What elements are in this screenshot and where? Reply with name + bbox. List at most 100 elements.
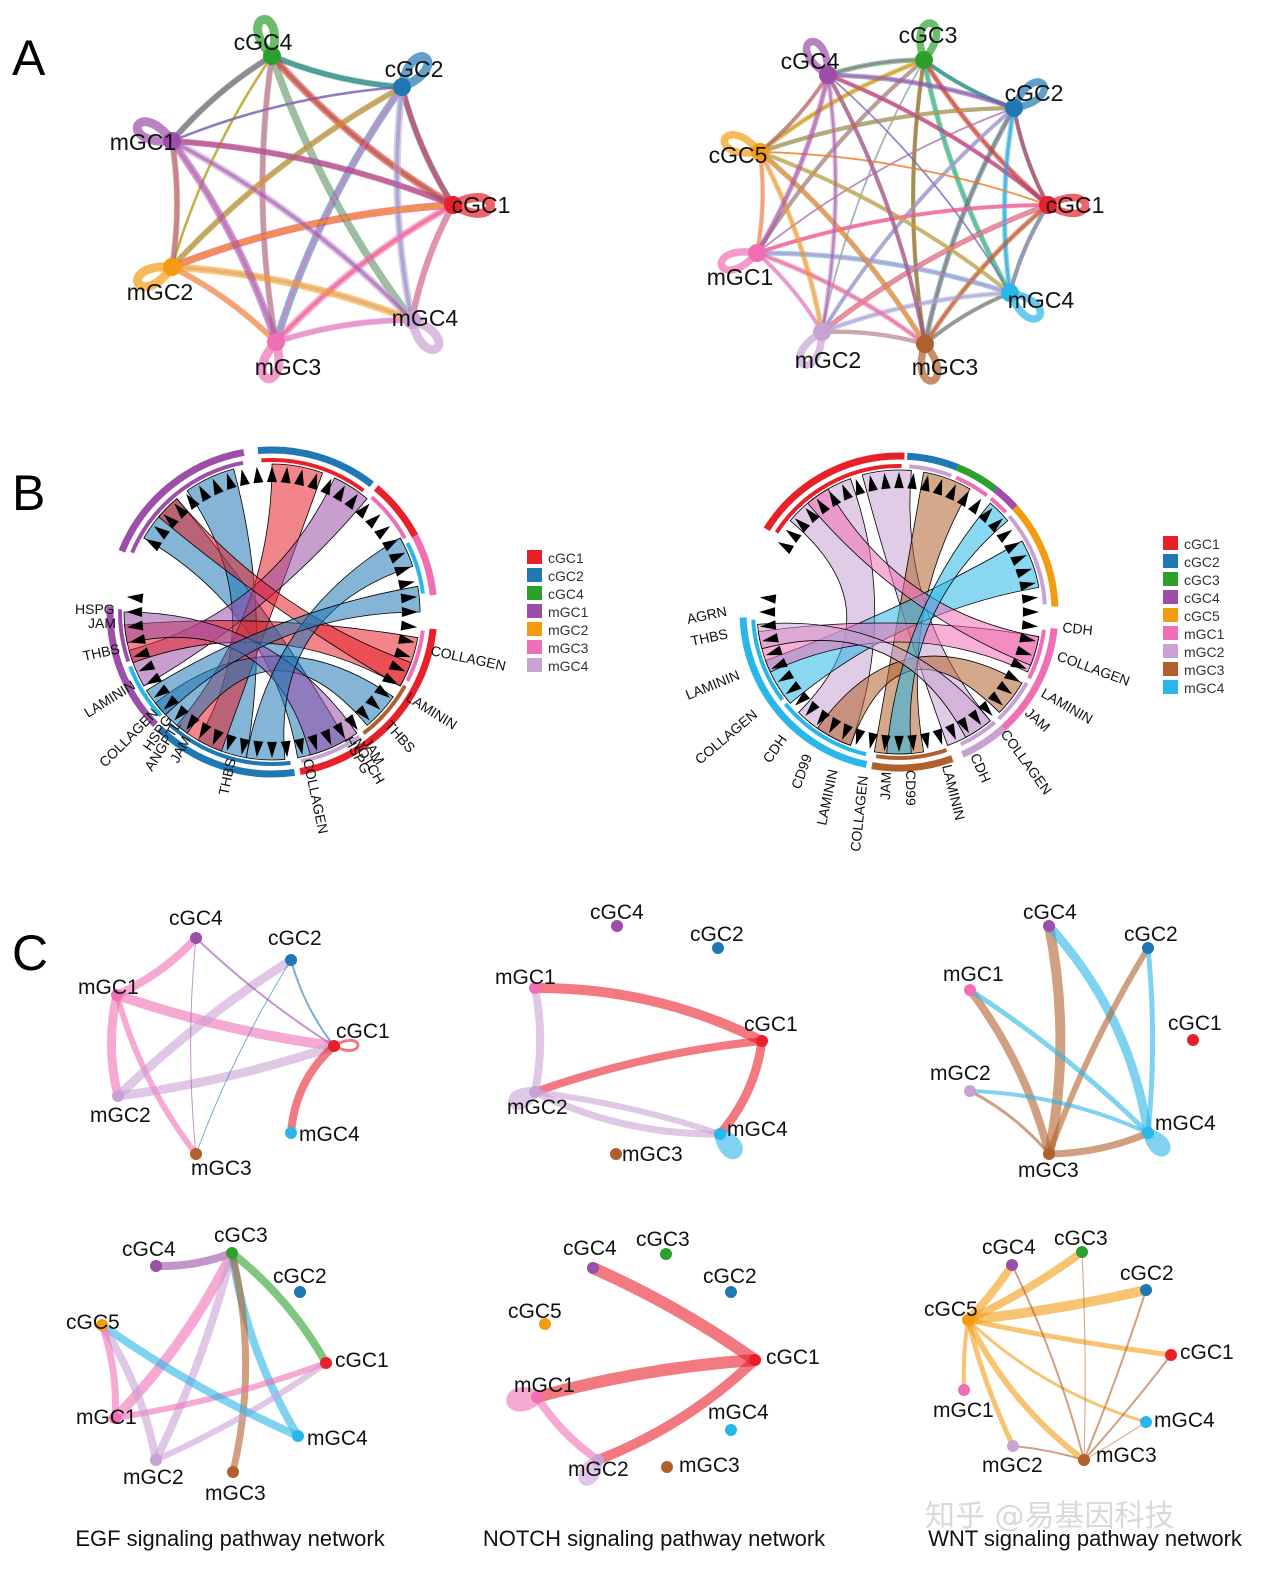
sector-label: THBS: [689, 626, 729, 649]
pathway-edge: [113, 934, 200, 999]
chord-ribbon: [807, 488, 1040, 666]
chord-arrowhead: [400, 620, 418, 631]
pathway-node: [285, 954, 297, 966]
sector-arc-inner: [370, 495, 407, 540]
node-label: mGC4: [392, 305, 459, 331]
node-label: mGC3: [255, 354, 321, 380]
pathway-edge: [1044, 921, 1153, 1138]
pathway-edge: [715, 1036, 767, 1139]
chord-arrowhead: [987, 691, 1004, 706]
pathway-edge: [228, 1249, 330, 1367]
node-label: cGC2: [385, 56, 444, 82]
chord-arrowhead: [344, 714, 358, 731]
chord-arrowhead: [126, 593, 144, 604]
chord-arrowhead: [771, 658, 788, 669]
sector-arc-inner: [1007, 514, 1047, 605]
network-node: [263, 47, 281, 65]
pathway-node: [227, 1466, 239, 1478]
pathway-edge: [1044, 921, 1066, 1159]
network-edge: [269, 53, 405, 90]
sector-arc-inner: [774, 464, 902, 534]
sector-arc: [373, 485, 419, 538]
pathway-edge: [965, 1317, 1087, 1463]
node-label: mGC2: [127, 279, 193, 305]
legend-swatch: [1163, 554, 1178, 568]
network-edge: [168, 52, 276, 145]
pathway-edge: [966, 986, 1053, 1158]
chord-arrowhead: [355, 705, 370, 721]
pathway-node: [1006, 1259, 1018, 1271]
pathway-node-label: mGC2: [507, 1096, 568, 1119]
chord-arrowhead: [138, 660, 156, 672]
sector-arc-inner: [909, 464, 953, 478]
network-edge: [170, 139, 414, 322]
node-label: mGC3: [912, 354, 978, 380]
pathway-edge: [965, 1317, 1016, 1449]
chord-arrowhead: [212, 478, 224, 496]
network-edge: [826, 58, 926, 77]
self-loop-edge: [133, 262, 176, 292]
network-node: [393, 78, 411, 96]
node-label: mGC1: [707, 264, 773, 290]
sector-arc-inner: [130, 460, 244, 554]
chord-arrowhead: [133, 647, 150, 658]
self-loop-edge: [796, 328, 826, 369]
chord-arrowhead: [398, 580, 415, 590]
pathway-node-label: cGC4: [169, 907, 223, 930]
pathway-edge: [532, 1089, 723, 1137]
chord-arrowhead: [267, 741, 277, 758]
sector-label: COLLAGEN: [300, 757, 332, 835]
chord-arrowhead: [881, 734, 891, 752]
sector-label: COLLAGEN: [1055, 648, 1132, 689]
pathway-node: [660, 1248, 672, 1260]
chord-arrowhead: [174, 705, 189, 721]
sector-label: CDH: [967, 751, 994, 785]
network-node: [916, 335, 934, 353]
pathway-edge: [114, 992, 199, 1157]
chord-arrowhead: [163, 514, 179, 529]
pathway-edge: [110, 1248, 237, 1423]
self-loop-edge: [720, 131, 763, 157]
chord-arrowhead: [1003, 669, 1021, 682]
caption-egf: EGF signaling pathway network: [75, 1526, 385, 1551]
pathway-node: [328, 1040, 340, 1052]
pathway-node-label: cGC2: [1120, 1262, 1174, 1285]
legend-swatch: [1163, 572, 1178, 586]
legend-item: cGC4: [548, 586, 584, 602]
legend-swatch: [527, 604, 542, 618]
network-edge: [169, 264, 279, 345]
network-edge: [272, 201, 457, 346]
sector-arc: [992, 486, 1018, 510]
pathway-node-label: cGC1: [1180, 1341, 1234, 1364]
chord-group: [123, 463, 421, 761]
sector-arc-inner: [118, 609, 131, 663]
network-node: [748, 244, 766, 262]
pathway-node-label: mGC2: [568, 1458, 629, 1481]
chord-group: [757, 469, 1040, 755]
pathway-node: [1187, 1034, 1199, 1046]
pathway-node-label: mGC4: [1155, 1112, 1216, 1135]
sector-arc: [157, 726, 296, 778]
network-node: [444, 196, 462, 214]
network-edge: [756, 107, 1015, 254]
sector-label: JAM: [1022, 704, 1054, 735]
pathway-node: [109, 1412, 121, 1424]
pathway-edge: [228, 1249, 250, 1476]
sector-label: COLLAGEN: [429, 642, 507, 674]
network-node: [1005, 99, 1023, 117]
pathway-node-label: mGC3: [1096, 1444, 1157, 1467]
self-loop-edge: [450, 193, 495, 218]
pathway-node-label: cGC5: [66, 1311, 120, 1334]
sector-arc: [299, 740, 370, 775]
legend-item: mGC2: [1184, 644, 1225, 660]
chord-arrowhead: [1019, 633, 1036, 643]
chord-arrowhead: [987, 518, 1004, 533]
pathway-node: [749, 1354, 761, 1366]
chord-arrowhead: [307, 473, 318, 490]
pathway-node-label: cGC4: [563, 1237, 617, 1260]
legend-item: mGC3: [1184, 662, 1225, 678]
sector-arc-inner: [1027, 629, 1046, 680]
legend-swatch: [1163, 536, 1178, 550]
